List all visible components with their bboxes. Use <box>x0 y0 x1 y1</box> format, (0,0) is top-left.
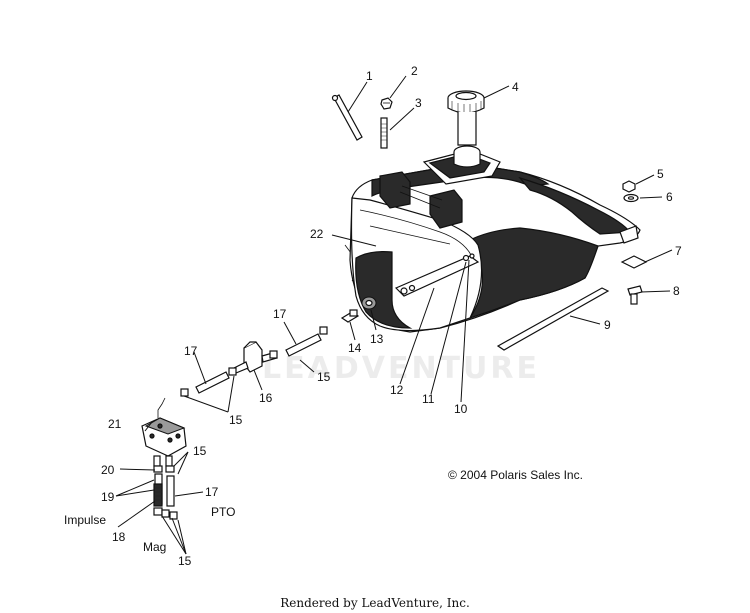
part-4-fuel-cap <box>447 90 485 146</box>
callout-8: 8 <box>673 284 680 298</box>
part-6-washer <box>623 193 639 203</box>
callout-15-upper: 15 <box>317 370 331 384</box>
callout-17-upper: 17 <box>273 307 287 321</box>
callout-19: 19 <box>101 490 115 504</box>
part-5-nut <box>622 180 636 193</box>
part-15-lower-clamps <box>153 507 178 520</box>
part-13-grommet <box>361 296 377 310</box>
callout-6: 6 <box>666 190 673 204</box>
callout-20: 20 <box>101 463 115 477</box>
part-9-strip <box>496 287 610 351</box>
callout-10: 10 <box>454 402 468 416</box>
callout-16: 16 <box>259 391 273 405</box>
impulse-label: Impulse <box>64 513 106 527</box>
callout-12: 12 <box>390 383 404 397</box>
mag-label: Mag <box>143 540 166 554</box>
callout-3: 3 <box>415 96 422 110</box>
part-17-fuel-line-middle <box>180 367 237 397</box>
part-17-fuel-line-upper <box>269 326 328 359</box>
watermark-text: LEADVENTURE <box>262 351 540 386</box>
callout-7: 7 <box>675 244 682 258</box>
callout-18: 18 <box>112 530 126 544</box>
callout-numbers: 1 2 3 4 5 6 7 8 9 10 11 12 13 14 15 16 1… <box>101 64 682 568</box>
footer-credit: Rendered by LeadVenture, Inc. <box>280 596 470 610</box>
callout-22: 22 <box>310 227 324 241</box>
callout-2: 2 <box>411 64 418 78</box>
callout-4: 4 <box>512 80 519 94</box>
callout-13: 13 <box>370 332 384 346</box>
callout-9: 9 <box>604 318 611 332</box>
copyright-notice: © 2004 Polaris Sales Inc. <box>448 468 583 482</box>
pto-label: PTO <box>211 505 235 519</box>
fuel-tank <box>349 145 641 333</box>
callout-1: 1 <box>366 69 373 83</box>
part-18-hose <box>153 483 163 507</box>
part-3-stud <box>380 117 388 149</box>
part-20-clamps <box>153 465 175 473</box>
callout-15-lower: 15 <box>178 554 192 568</box>
callout-17-lower: 17 <box>205 485 219 499</box>
callout-15-middle: 15 <box>229 413 243 427</box>
callout-17-middle: 17 <box>184 344 198 358</box>
callout-14: 14 <box>348 341 362 355</box>
part-7-pad <box>620 255 648 269</box>
part-2-nut <box>380 97 393 110</box>
part-8-bolt <box>627 285 643 305</box>
leader-lines <box>115 75 673 555</box>
part-1-strap <box>331 94 363 141</box>
part-14-fitting <box>340 309 360 323</box>
watermark-logo: LEADVENTURE <box>262 244 540 386</box>
callout-21: 21 <box>108 417 122 431</box>
callout-15-pump: 15 <box>193 444 207 458</box>
part-21-fuel-pump <box>141 397 187 467</box>
callout-5: 5 <box>657 167 664 181</box>
callout-11: 11 <box>422 392 435 406</box>
